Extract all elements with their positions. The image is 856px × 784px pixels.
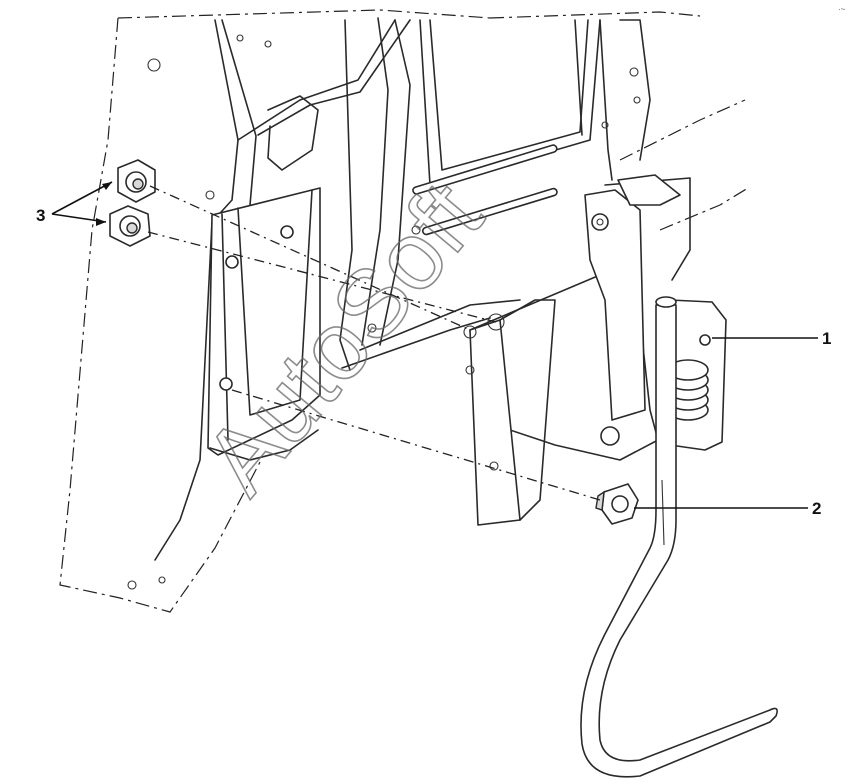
return-spring: [667, 359, 709, 421]
hex-nut-lower: [109, 205, 151, 247]
mounting-bolt: [595, 483, 639, 525]
hex-lock-nuts: [109, 159, 156, 247]
callout-3: 3: [36, 181, 113, 226]
frame-slots: [412, 144, 558, 236]
cab-panel-phantom: [59, 9, 749, 613]
callout-1-label: 1: [822, 329, 831, 348]
callout-3-label: 3: [36, 206, 45, 225]
hex-nut-upper: [117, 159, 156, 203]
pedal-bracket-assembly: [463, 174, 727, 526]
assembly-lines: [147, 185, 601, 501]
corner-mark: ·~: [838, 5, 846, 14]
callout-1: 1: [712, 329, 831, 348]
cab-frame: [154, 17, 651, 561]
pedal-lever: [580, 296, 778, 778]
callout-2-label: 2: [812, 499, 821, 518]
callout-2: 2: [634, 499, 821, 518]
